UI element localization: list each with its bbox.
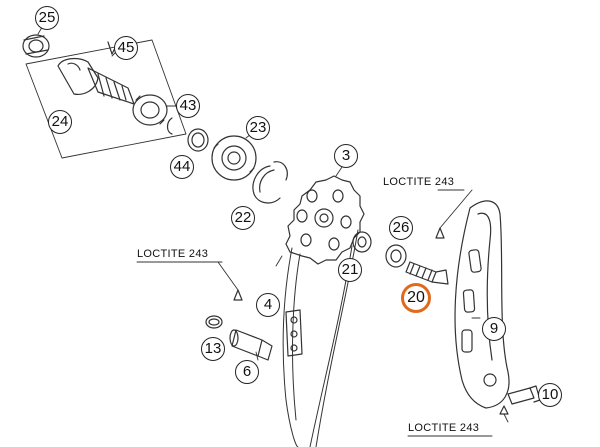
washer-21 [352, 231, 372, 253]
callout-22: 22 [231, 206, 255, 230]
loctite-note-top: LOCTITE 243 [383, 176, 455, 188]
callout-4: 4 [256, 293, 280, 317]
chain-link-4 [285, 309, 303, 357]
loctite-note-bottom: LOCTITE 243 [408, 422, 480, 434]
oring-13 [205, 315, 223, 329]
bolt-10 [499, 385, 541, 415]
callout-43: 43 [176, 94, 200, 118]
bearing-23 [211, 135, 257, 181]
callout-3: 3 [334, 144, 358, 168]
ring-44 [187, 128, 209, 152]
camshaft-24 [57, 57, 135, 105]
bolt-20 [405, 261, 449, 285]
callout-9: 9 [482, 317, 506, 341]
cam-hub [132, 94, 168, 126]
bearing-25 [22, 34, 50, 58]
callout-25: 25 [35, 6, 59, 30]
callout-10: 10 [538, 383, 562, 407]
callout-13: 13 [201, 337, 225, 361]
sprocket-3 [285, 175, 365, 265]
callout-21: 21 [338, 258, 362, 282]
loctite-drop-top [435, 189, 473, 239]
tensioner-6 [229, 329, 273, 361]
callout-20: 20 [401, 283, 431, 313]
circlip-22 [252, 161, 288, 204]
washer-26 [385, 244, 407, 268]
clip-43 [166, 117, 173, 135]
callout-26: 26 [389, 216, 413, 240]
callout-44: 44 [170, 155, 194, 179]
loctite-drop-left [217, 261, 243, 301]
callout-24: 24 [48, 110, 72, 134]
guide-rail-9 [454, 200, 510, 409]
callout-45: 45 [114, 36, 138, 60]
callout-6: 6 [235, 360, 259, 384]
callout-23: 23 [246, 116, 270, 140]
loctite-note-left: LOCTITE 243 [137, 248, 209, 260]
